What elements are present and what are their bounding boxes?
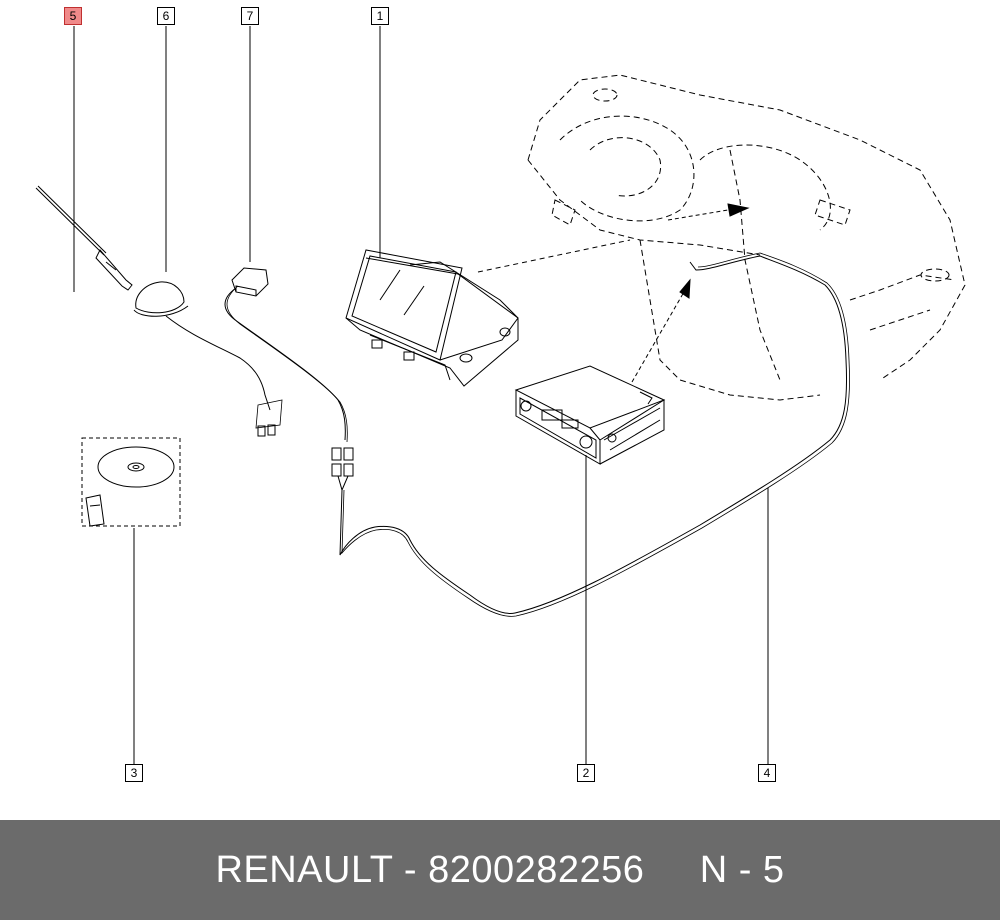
dash-arrow-lower: [631, 284, 689, 383]
navigation-unit: [514, 365, 666, 465]
gps-antenna: [224, 267, 354, 492]
cable-harness: [339, 252, 850, 617]
cd-card-kit: [81, 437, 181, 527]
navigation-screen: [345, 249, 519, 387]
callout-7[interactable]: 7: [241, 7, 259, 25]
antenna-mast: [35, 185, 133, 291]
parts-diagram: [35, 26, 966, 764]
dash-arrow-upper: [667, 207, 741, 221]
callout-1[interactable]: 1: [371, 7, 389, 25]
callout-3[interactable]: 3: [125, 764, 143, 782]
screen-link-line: [477, 239, 631, 273]
callout-4[interactable]: 4: [758, 764, 776, 782]
footer-bar: RENAULT - 8200282256 N - 5: [0, 820, 1000, 920]
dashboard-outline: [527, 74, 966, 401]
part-number-caption: RENAULT - 8200282256 N - 5: [215, 848, 785, 891]
callout-6[interactable]: 6: [157, 7, 175, 25]
antenna-base: [133, 281, 283, 437]
callout-5[interactable]: 5: [64, 7, 82, 25]
callout-2[interactable]: 2: [577, 764, 595, 782]
